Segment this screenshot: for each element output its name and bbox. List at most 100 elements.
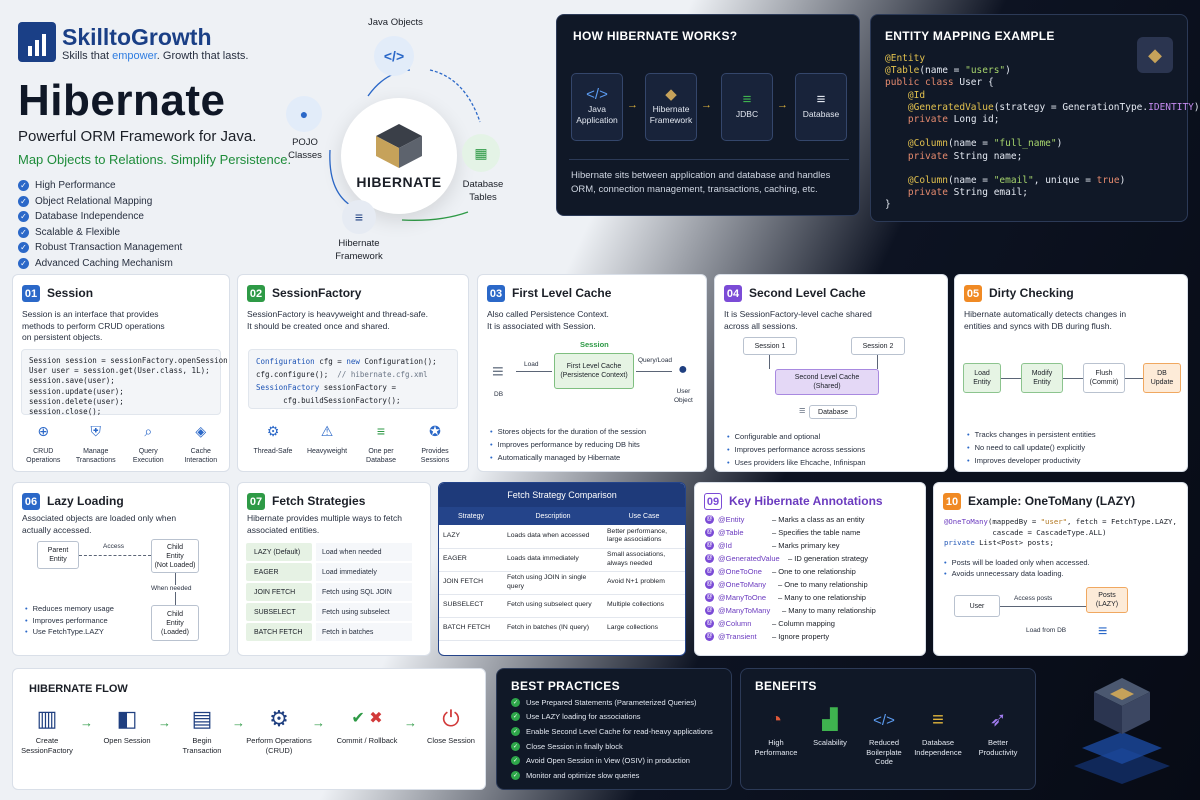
step-b: Update [1150,379,1174,386]
annotation-desc: – One to one relationship [772,567,856,577]
db-tables-b: Tables [469,192,497,203]
annotation-desc: – Many to many relationship [782,606,876,616]
col-usecase: Use Case [603,507,685,525]
feature-list: ✓High Performance ✓Object Relational Map… [18,178,238,271]
c1-a: Child [167,543,183,551]
best-label: Use LAZY loading for associations [526,712,641,722]
fetch-key: SUBSELECT [246,603,312,621]
cell-usecase: Multiple collections [603,594,685,618]
db-label: DB [494,391,504,398]
annotation-row: @@ManyToOne– Many to one relationship [705,591,866,604]
cell-description: Loads data immediately [503,548,603,572]
benefit-a: Database [921,738,955,747]
fetch-key: JOIN FETCH [246,583,312,601]
cell-description: Fetch using subselect query [503,594,603,618]
card-title: Session [47,286,94,300]
icon-label-b: Transactions [75,457,116,464]
mapping-title: ENTITY MAPPING EXAMPLE [885,29,1055,43]
annotation-row: @@ManyToMany– Many to many relationship [705,604,876,617]
database-icon: ≡ [1098,623,1108,640]
benefit-a: Reduced [868,738,900,747]
benefits-panel: BENEFITS [740,668,1036,790]
benefit-c: Code [875,757,893,766]
tagline-c: . Growth that lasts. [156,50,249,62]
how-desc-2: ORM, connection management, transactions… [571,184,818,195]
database-icon: ≡ [492,361,504,383]
user-a: User [676,388,691,395]
card-title: Second Level Cache [749,286,866,300]
annotation-row: @@Table– Specifies the table name [705,526,860,539]
col-strategy: Strategy [439,507,503,525]
query-label: Query/Load [638,357,672,364]
arrow-icon: → [158,715,171,730]
fetch-key: LAZY (Default) [246,543,312,561]
icon-label-b: Operations [26,457,61,464]
building-icon: ▥ [36,706,58,732]
icon-label-b: Sessions [420,457,450,464]
fetch-value: Load immediately [316,563,412,581]
thread-safe-feature: ⚙Thread-Safe [250,424,296,465]
arrow-icon: → [404,715,417,730]
c2-c: (Loaded) [160,628,190,636]
arrow-icon: → [777,99,788,111]
flow-step-close: ⏻Close Session [424,702,478,746]
annotation-row: @@Transient– Ignore property [705,630,829,643]
pojo-label-a: POJO [292,137,318,148]
database-icon: ≡ [799,405,806,417]
user-box: User [954,595,1000,617]
hub-title: HIBERNATE [356,174,442,190]
check-icon: ✓ [511,756,520,766]
feature-label: Robust Transaction Management [35,242,183,254]
annotation-name: @GeneratedValue [718,554,780,564]
code-icon: </> [586,85,608,103]
fetch-key: BATCH FETCH [246,623,312,641]
desc-2: across all sessions. [724,320,798,331]
check-icon: ✓ [18,257,29,269]
bullet-item: Improves developer productivity [967,454,1096,467]
hibernate-logo-icon [376,124,422,168]
bullet-item: Uses providers like Ehcache, Infinispan [727,456,866,469]
posts-b: (LAZY) [1095,601,1119,608]
annotation-name: @Column [718,619,752,629]
desc-2: methods to perform CRUD operations [22,320,165,331]
card-description: Hibernate automatically detects changes … [964,309,1126,332]
arrow-s1-cache [769,355,770,369]
card-number: 04 [724,285,742,302]
c1-b: Entity [166,552,184,560]
card-description: Also called Persistence Context.It is as… [487,309,609,332]
fetch-value: Fetch using SQL JOIN [316,583,412,601]
gauge-icon: ◔ [769,709,783,732]
step-b: Entity [1033,379,1051,386]
feature-item: ✓Scalable & Flexible [18,225,238,241]
card-title: Key Hibernate Annotations [729,494,883,508]
flow-step-commit: ✔ ✖Commit / Rollback [332,702,402,746]
step-a: DB [1157,370,1167,377]
bullet-item: Posts will be loaded only when accessed. [944,557,1090,568]
example-bullets: Posts will be loaded only when accessed.… [944,557,1090,579]
cell-description: Loads data when accessed [503,525,603,549]
pojo-label-b: Classes [288,150,322,161]
onetomany-example-card: 10 Example: OneToMany (LAZY) @OneToMany(… [933,482,1188,656]
entity-mapping-panel: ENTITY MAPPING EXAMPLE ◆ @Entity @Table(… [870,14,1200,222]
cell-strategy: LAZY [439,525,503,549]
step-label-b: Application [576,114,618,125]
arrow-icon: → [627,99,638,111]
box-label-b: (Persistence Context) [560,372,628,379]
cell-strategy: BATCH FETCH [439,617,503,641]
check-icon: ✓ [511,697,520,707]
user-b: Object [674,397,693,404]
tagline-a: Skills that [62,50,113,62]
bullet-item: Improves performance [25,615,114,627]
step-label-a: Java [588,103,606,114]
best-list: ✓Use Prepared Statements (Parameterized … [511,695,713,783]
